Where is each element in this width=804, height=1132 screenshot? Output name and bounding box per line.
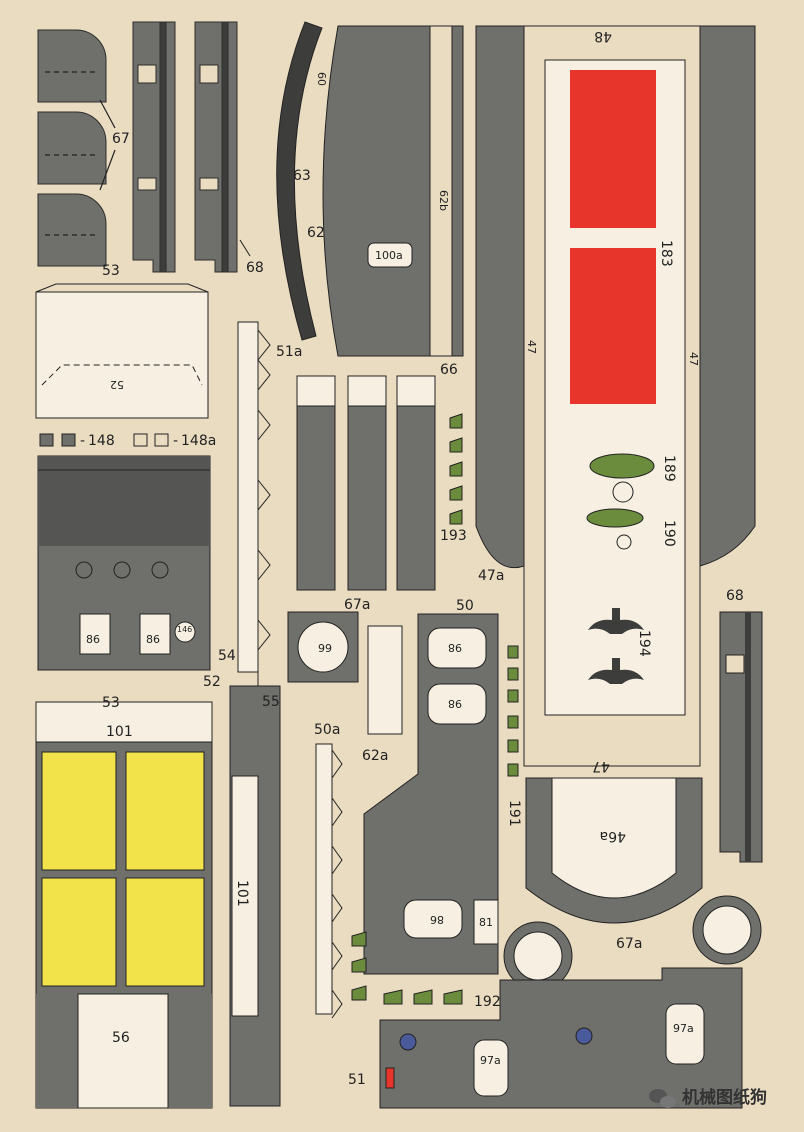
part-63-strip	[276, 21, 323, 341]
label-148-value: 148	[88, 433, 115, 449]
label-101b: 101	[234, 880, 250, 907]
label-98a: 98	[448, 641, 462, 654]
label-47-side: 47	[687, 352, 700, 366]
part-51a-strip	[237, 321, 259, 673]
part-86-window-a	[79, 613, 111, 655]
label-97a: 97a	[480, 1054, 501, 1067]
label-66: 66	[440, 362, 458, 378]
part-53-panel	[35, 291, 209, 419]
label-52: 52	[110, 378, 124, 391]
part-50a-strip	[315, 743, 333, 1015]
part-192-tabs	[351, 931, 463, 1005]
label-86b: 86	[146, 633, 160, 646]
part-62b-panel	[322, 25, 464, 357]
part-148a-b	[154, 433, 169, 447]
label-192: 192	[474, 994, 501, 1010]
part-68-right-strip	[719, 611, 763, 863]
watermark-text: 机械图纸狗	[682, 1087, 767, 1108]
label-148a-dash: -	[173, 433, 178, 449]
label-68b: 68	[726, 588, 744, 604]
part-66-strips	[296, 375, 436, 591]
label-63: 63	[293, 168, 311, 184]
label-86c: 86	[430, 913, 444, 926]
part-86-window-b	[139, 613, 171, 655]
label-46a: 46a	[600, 828, 626, 844]
label-50a: 50a	[314, 722, 340, 738]
label-53: 53	[102, 263, 120, 279]
label-67: 67	[112, 131, 130, 147]
part-62b-flap	[429, 25, 453, 357]
red-flag-upper	[570, 70, 656, 228]
label-62a: 62a	[362, 748, 388, 764]
part-193-tabs	[449, 413, 463, 525]
label-148a: 148a	[181, 433, 216, 449]
label-48: 48	[594, 28, 612, 44]
label-148: -	[80, 433, 85, 449]
label-54: 54	[218, 648, 236, 664]
red-flag-lower	[570, 248, 656, 404]
part-54-dials	[75, 561, 169, 579]
label-50: 50	[456, 598, 474, 614]
label-101: 101	[106, 724, 133, 740]
label-62: 62	[307, 225, 325, 241]
part-148-a	[39, 433, 54, 447]
label-56: 56	[112, 1030, 130, 1046]
label-81: 81	[479, 916, 493, 929]
label-146: 146	[177, 625, 192, 634]
label-191: 191	[506, 800, 522, 827]
part-67-pieces	[37, 29, 107, 267]
label-98b: 98	[448, 697, 462, 710]
label-51: 51	[348, 1072, 366, 1088]
label-60: 60	[315, 72, 328, 86]
part-56-window	[77, 993, 169, 1109]
part-47a-panel	[475, 25, 525, 568]
label-97a-b: 97a	[673, 1022, 694, 1035]
part-148-b	[61, 433, 76, 447]
label-51a: 51a	[276, 344, 302, 360]
yellow-door-panes	[41, 751, 205, 987]
label-47-bottom: 47	[592, 758, 610, 774]
part-47-panel	[699, 25, 756, 567]
part-67-leaders	[45, 71, 116, 236]
label-68: 68	[246, 260, 264, 276]
label-183: 183	[658, 240, 674, 267]
label-190: 190	[661, 520, 677, 547]
label-194: 194	[636, 630, 652, 657]
label-66a: 66	[318, 641, 332, 654]
part-148a-a	[133, 433, 148, 447]
label-86a: 86	[86, 633, 100, 646]
label-47a: 47a	[478, 568, 504, 584]
label-67a-b: 67a	[616, 936, 642, 952]
part-191-tabs	[507, 645, 519, 777]
watermark: 机械图纸狗	[649, 1087, 767, 1108]
part-51-panel	[379, 967, 743, 1109]
part-68-strips	[132, 21, 238, 273]
label-193: 193	[440, 528, 467, 544]
part-146-disc	[174, 621, 196, 643]
label-53b: 53	[102, 695, 120, 711]
part-189-shell	[589, 453, 655, 479]
label-47a-side: 47	[525, 340, 538, 354]
label-100a: 100a	[375, 249, 403, 262]
part-100a-window	[367, 242, 413, 268]
label-189: 189	[661, 455, 677, 482]
part-190-shell	[586, 508, 644, 528]
wechat-icon	[649, 1089, 676, 1108]
label-62b: 62b	[437, 190, 450, 211]
label-52b: 52	[203, 674, 221, 690]
label-55: 55	[262, 694, 280, 710]
label-67a: 67a	[344, 597, 370, 613]
part-194-anchors	[588, 608, 644, 684]
part-62a-strip	[367, 625, 403, 735]
